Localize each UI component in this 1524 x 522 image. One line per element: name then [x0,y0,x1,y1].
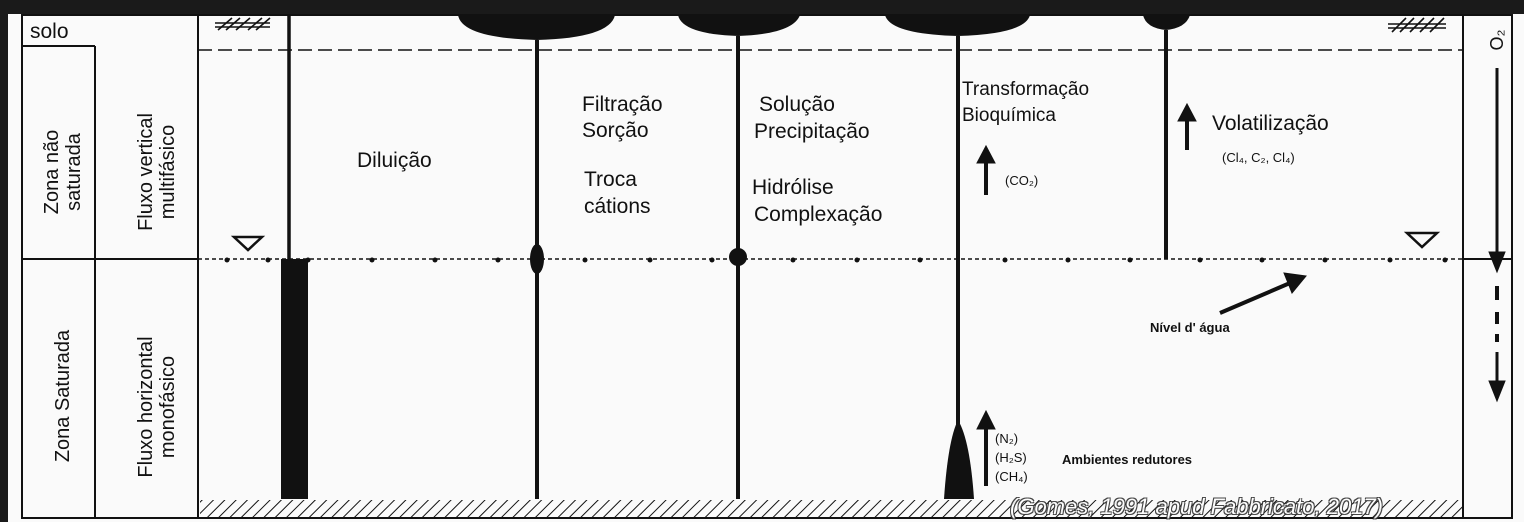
filtration-source [458,15,615,40]
reducing-arrow [976,409,996,486]
dilution-plume [281,259,308,499]
bedrock-hatch [200,500,1462,518]
transformation-label-1: Transformação [962,79,1090,100]
volatilization-source [1143,15,1190,30]
unsaturated-zone-label: Zona não saturada [41,129,85,215]
solution-label: Solução [759,93,835,116]
soil-label: solo [30,20,69,43]
h2s-label: (H₂S) [995,450,1027,465]
dilution-label: Diluição [357,149,432,172]
hydrolysis-label: Hidrólise [752,176,834,199]
transformation-label-2: Bioquímica [962,105,1056,126]
co2-arrow [976,144,996,195]
oxygen-arrow [1488,68,1506,403]
volatilization-arrow [1177,102,1197,150]
exchange-label-2: cátions [584,195,651,218]
water-level-pointer [1219,272,1307,315]
soil-symbol-left [215,17,271,31]
complexation-label: Complexação [754,203,883,226]
solution-node [729,248,747,266]
soil-symbol-right [1388,17,1446,33]
water-level-triangle-right [1403,231,1441,249]
reducing-environments-label: Ambientes redutores [1062,452,1193,467]
filtration-label: Filtração [582,93,663,116]
oxygen-label: O₂ [1487,29,1507,51]
filtration-node [530,244,544,274]
vertical-flow-label: Fluxo vertical multifásico [135,113,179,231]
reducing-plume [944,420,974,499]
n2-label: (N₂) [995,431,1019,446]
ch4-label: (CH₄) [995,469,1028,484]
water-level-label: Nível d' água [1150,320,1230,335]
diagram-border [21,14,1513,519]
volatilization-label: Volatilização [1212,112,1329,135]
diagram-sheet [8,14,1524,522]
water-level-triangle-left [230,235,266,252]
precipitation-label: Precipitação [754,120,870,143]
saturated-zone-label: Zona Saturada [52,329,74,463]
co2-label: (CO₂) [1005,173,1039,188]
solution-source [678,15,800,36]
source-credit: (Gomes, 1991 apud Fabbricato, 2017) [1010,494,1384,519]
biochemical-source [885,15,1030,36]
sorption-label: Sorção [582,119,649,142]
exchange-label-1: Troca [584,168,637,191]
volatile-species-label: (Cl₄, C₂, Cl₄) [1222,150,1295,165]
horizontal-flow-label: Fluxo horizontal monofásico [135,336,179,478]
